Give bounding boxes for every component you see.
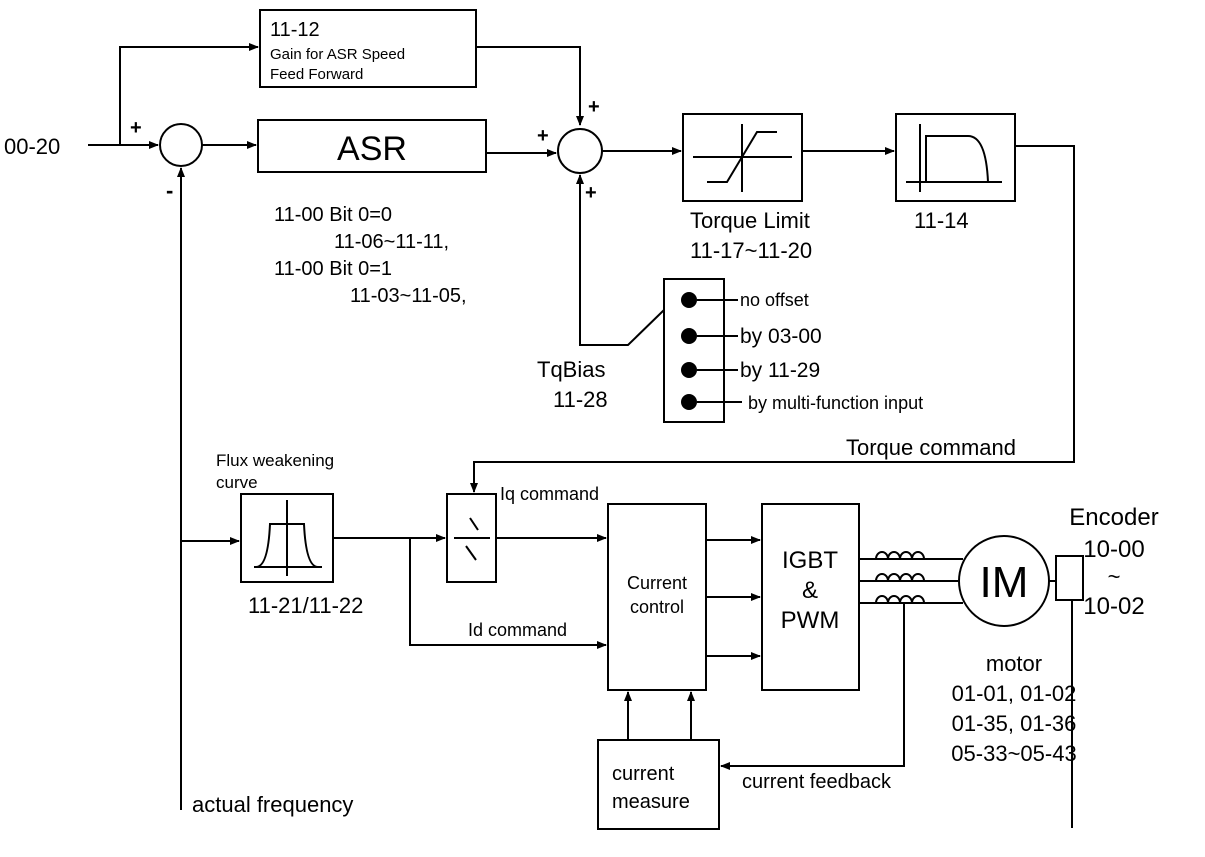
tqbias-option-no-offset-dot bbox=[681, 292, 697, 308]
asr-note-bit0-1: 11-00 Bit 0=1 bbox=[274, 258, 392, 280]
motor-params-1: 01-01, 01-02 bbox=[952, 681, 1077, 706]
current-sensor-coils bbox=[875, 551, 925, 604]
id-command-label: Id command bbox=[468, 620, 567, 640]
current-control-line1: Current bbox=[627, 573, 687, 593]
torque-filter-param: 11-14 bbox=[914, 208, 969, 233]
asr-block bbox=[257, 119, 487, 173]
flux-weakening-title-1: Flux weakening bbox=[216, 451, 334, 470]
feedforward-to-sum2-wire bbox=[476, 46, 584, 126]
sum2-plus-bottom: + bbox=[585, 182, 597, 204]
encoder-param-2: 10-02 bbox=[1083, 593, 1144, 620]
motor-params-2: 01-35, 01-36 bbox=[952, 711, 1077, 736]
actual-frequency-label: actual frequency bbox=[192, 792, 353, 817]
tqbias-option-03-00-dot bbox=[681, 328, 697, 344]
igbt-line2: & bbox=[802, 577, 818, 604]
tqbias-to-sum2-wire bbox=[576, 174, 665, 346]
asr-note-params-a: 11-06~11-11, bbox=[334, 231, 449, 253]
encoder-block bbox=[1055, 555, 1084, 601]
tqbias-option-11-29-dot bbox=[681, 362, 697, 378]
feedforward-gain-block bbox=[259, 9, 477, 88]
tqbias-option-multifunction-dot bbox=[681, 394, 697, 410]
flux-curve-icon bbox=[254, 500, 322, 576]
current-measure-line1: current bbox=[612, 763, 675, 785]
encoder-label: Encoder bbox=[1069, 504, 1158, 531]
tqbias-option-no-offset: no offset bbox=[740, 290, 809, 310]
feedforward-line2: Feed Forward bbox=[270, 66, 363, 83]
feedforward-line1: Gain for ASR Speed bbox=[270, 46, 405, 63]
igbt-line3: PWM bbox=[781, 607, 840, 634]
tqbias-param: 11-28 bbox=[553, 387, 608, 412]
sum2-plus-left: + bbox=[537, 125, 549, 147]
speed-reference-label: 00-20 bbox=[4, 134, 60, 159]
motor-label: motor bbox=[986, 651, 1042, 676]
asr-label: ASR bbox=[337, 130, 407, 168]
flux-weakening-param: 11-21/11-22 bbox=[248, 593, 363, 618]
igbt-pwm-block bbox=[761, 503, 860, 691]
divider-icon bbox=[454, 517, 490, 561]
current-control-line2: control bbox=[630, 597, 684, 617]
sum2-plus-top: + bbox=[588, 96, 600, 118]
motor-symbol: IM bbox=[980, 558, 1029, 607]
torque-filter-block bbox=[895, 113, 1016, 202]
summing-junction-2 bbox=[557, 128, 603, 174]
current-control-block bbox=[607, 503, 707, 691]
id-command-wire bbox=[409, 538, 607, 649]
filter-response-icon bbox=[906, 124, 1002, 192]
tqbias-option-03-00: by 03-00 bbox=[740, 325, 822, 348]
current-measure-block bbox=[597, 739, 720, 830]
asr-note-bit0-0: 11-00 Bit 0=0 bbox=[274, 204, 392, 226]
saturation-icon bbox=[693, 124, 792, 192]
torque-limit-params: 11-17~11-20 bbox=[690, 238, 812, 263]
flux-weakening-title-2: curve bbox=[216, 473, 258, 492]
igbt-line1: IGBT bbox=[782, 547, 838, 574]
encoder-tilde: ~ bbox=[1108, 564, 1121, 589]
tqbias-label: TqBias bbox=[537, 357, 605, 382]
motor-params-3: 05-33~05-43 bbox=[951, 741, 1076, 766]
current-feedback-label: current feedback bbox=[742, 771, 892, 793]
tqbias-option-11-29: by 11-29 bbox=[740, 359, 820, 382]
summing-junction-1 bbox=[159, 123, 203, 167]
sum1-minus-sign: - bbox=[166, 178, 173, 203]
feedforward-param: 11-12 bbox=[270, 19, 320, 41]
asr-note-params-b: 11-03~11-05, bbox=[350, 285, 467, 307]
torque-command-wire bbox=[470, 145, 1075, 493]
sum1-plus-sign: + bbox=[130, 117, 142, 139]
current-feedback-wire bbox=[720, 603, 905, 770]
feedforward-branch-wire bbox=[119, 43, 259, 145]
tqbias-option-multifunction: by multi-function input bbox=[748, 393, 923, 413]
current-measure-line2: measure bbox=[612, 791, 690, 813]
torque-limit-label: Torque Limit bbox=[690, 208, 810, 233]
iq-command-label: Iq command bbox=[500, 484, 599, 504]
torque-command-label: Torque command bbox=[846, 435, 1016, 460]
encoder-param-1: 10-00 bbox=[1083, 536, 1144, 563]
